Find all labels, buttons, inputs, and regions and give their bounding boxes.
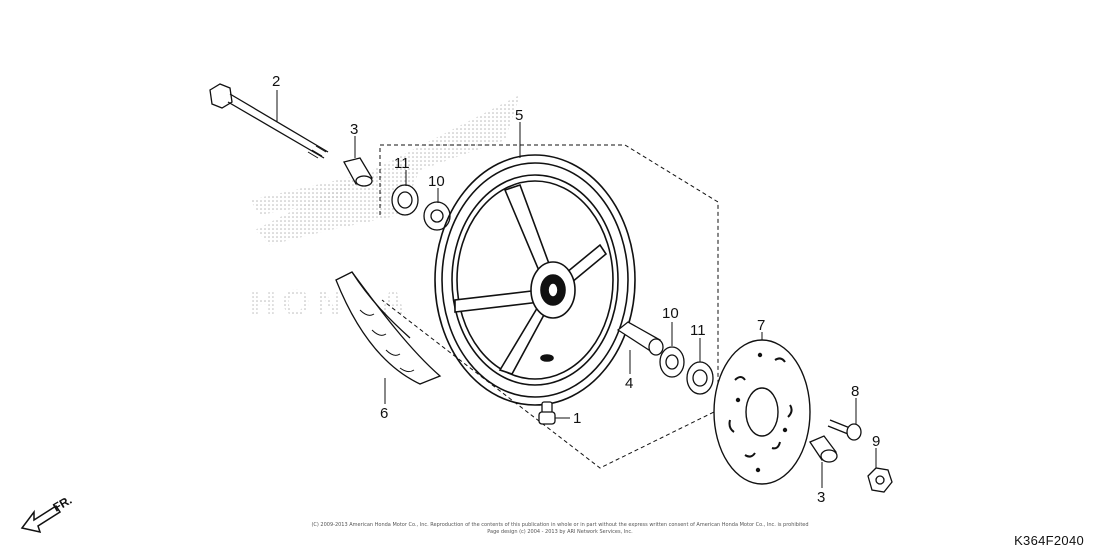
callout-4: 4: [625, 375, 633, 392]
disc-bolt: [827, 419, 862, 441]
front-direction-arrow-icon: FR.: [20, 493, 74, 534]
dust-seal-lower-10: [659, 346, 685, 378]
diagram-code: K364F2040: [1014, 533, 1084, 548]
callout-3-lower: 3: [817, 489, 825, 506]
collar-lower: [809, 435, 838, 463]
callout-7: 7: [757, 317, 765, 334]
copyright-line-2: Page design (c) 2004 - 2013 by ARI Netwo…: [487, 529, 633, 535]
honda-wing-watermark: HONDA: [250, 95, 520, 323]
callout-3-upper: 3: [350, 121, 358, 138]
brake-disc: [713, 339, 811, 485]
front-fender: [335, 271, 442, 385]
dust-seal-upper-10: [423, 201, 451, 231]
callout-10-lower: 10: [662, 305, 679, 322]
copyright-line-1: (C) 2009-2013 American Honda Motor Co., …: [311, 522, 809, 528]
air-valve: [538, 401, 556, 425]
leader-lines: [276, 90, 877, 488]
callout-6: 6: [380, 405, 388, 422]
axle-bolt: [209, 83, 329, 159]
callout-10-upper: 10: [428, 173, 445, 190]
callout-9: 9: [872, 433, 880, 450]
callout-11-upper: 11: [394, 155, 410, 172]
assembly-outline: [379, 144, 719, 469]
callout-8: 8: [851, 383, 859, 400]
callout-2: 2: [272, 73, 280, 90]
axle-nut: [867, 467, 893, 493]
callout-5: 5: [515, 107, 523, 124]
distance-collar: [616, 321, 664, 356]
bearing-lower-11: [686, 361, 714, 395]
callout-11-lower: 11: [690, 322, 706, 339]
front-wheel-rim: [434, 154, 636, 406]
bearing-upper-11: [391, 184, 419, 216]
collar-upper: [343, 157, 373, 187]
callout-1: 1: [573, 410, 581, 427]
copyright-notice: (C) 2009-2013 American Honda Motor Co., …: [300, 522, 820, 536]
